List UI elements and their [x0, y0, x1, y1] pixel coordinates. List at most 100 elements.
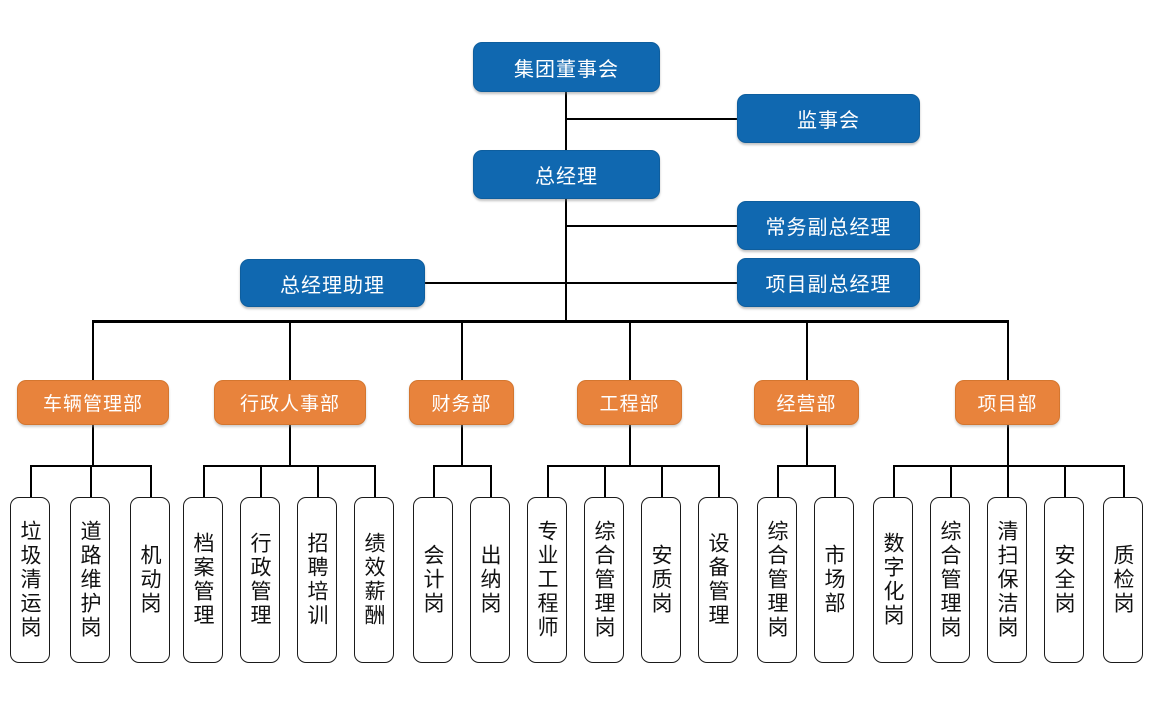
connector-leaf-drop-6-5 [1123, 465, 1125, 498]
node-position-cashier-label: 出纳岗 [478, 544, 503, 616]
node-position-equipment-management-label: 设备管理 [706, 532, 731, 628]
connector-bus-drop-5 [806, 320, 808, 380]
node-position-administration[interactable]: 行政管理 [240, 497, 280, 663]
node-department-finance-label: 财务部 [431, 393, 492, 415]
connector-bus-drop-2 [289, 320, 291, 380]
node-position-performance-compensation-label: 绩效薪酬 [362, 532, 387, 628]
node-position-engineering-general-management-label: 综合管理岗 [592, 520, 617, 640]
connector-dept3-stem [461, 425, 463, 466]
node-position-engineering-general-management[interactable]: 综合管理岗 [584, 497, 624, 663]
connector-leaf-drop-6-4 [1064, 465, 1066, 498]
node-gm-assistant-label: 总经理助理 [280, 272, 385, 297]
node-department-project[interactable]: 项目部 [955, 380, 1060, 425]
connector-leaf-drop-1-2 [90, 465, 92, 498]
connector-leaf-drop-4-1 [547, 465, 549, 498]
node-position-road-maintenance-label: 道路维护岗 [78, 520, 103, 640]
connector-gm-to-bus [565, 199, 567, 322]
connector-leaf-drop-6-1 [893, 465, 895, 498]
connector-bus-drop-3 [461, 320, 463, 380]
node-position-cleaning-sanitation-label: 清扫保洁岗 [995, 520, 1020, 640]
node-department-finance[interactable]: 财务部 [409, 380, 514, 425]
node-position-operations-general-management[interactable]: 综合管理岗 [757, 497, 797, 663]
node-general-manager[interactable]: 总经理 [473, 150, 660, 199]
connector-leaf-drop-2-3 [317, 465, 319, 498]
node-department-operations-label: 经营部 [776, 393, 837, 415]
node-department-engineering-label: 工程部 [599, 393, 660, 415]
node-group-board[interactable]: 集团董事会 [473, 42, 660, 92]
node-position-cleaning-sanitation[interactable]: 清扫保洁岗 [987, 497, 1027, 663]
connector-to-supervisory-board [565, 118, 738, 120]
connector-leaf-drop-6-3 [1007, 465, 1009, 498]
node-position-safety-label: 安全岗 [1052, 544, 1077, 616]
node-position-road-maintenance[interactable]: 道路维护岗 [70, 497, 110, 663]
node-position-waste-transport[interactable]: 垃圾清运岗 [10, 497, 50, 663]
node-position-digitalization[interactable]: 数字化岗 [873, 497, 913, 663]
node-position-project-general-management[interactable]: 综合管理岗 [930, 497, 970, 663]
node-supervisory-board[interactable]: 监事会 [737, 94, 920, 143]
connector-leaf-drop-3-2 [490, 465, 492, 498]
node-position-recruitment-training[interactable]: 招聘培训 [297, 497, 337, 663]
connector-leaf-drop-4-4 [718, 465, 720, 498]
node-position-safety-quality[interactable]: 安质岗 [641, 497, 681, 663]
node-position-equipment-management[interactable]: 设备管理 [698, 497, 738, 663]
node-position-quality-inspection-label: 质检岗 [1111, 544, 1136, 616]
connector-to-gm-assistant [425, 282, 566, 284]
connector-leaf-drop-1-1 [30, 465, 32, 498]
connector-dept4-stem [629, 425, 631, 466]
connector-department-bus [92, 320, 1009, 323]
node-project-deputy-gm-label: 项目副总经理 [765, 272, 892, 296]
node-position-accounting[interactable]: 会计岗 [413, 497, 453, 663]
node-department-admin-hr[interactable]: 行政人事部 [214, 380, 366, 425]
node-executive-deputy-gm[interactable]: 常务副总经理 [737, 201, 920, 250]
node-position-mobile-duty-label: 机动岗 [138, 544, 163, 616]
node-position-accounting-label: 会计岗 [421, 544, 446, 616]
connector-dept6-stem [1007, 425, 1009, 466]
node-position-waste-transport-label: 垃圾清运岗 [18, 520, 43, 640]
node-department-vehicle-label: 车辆管理部 [42, 393, 143, 415]
node-position-professional-engineer[interactable]: 专业工程师 [527, 497, 567, 663]
node-gm-assistant[interactable]: 总经理助理 [240, 259, 425, 307]
node-project-deputy-gm[interactable]: 项目副总经理 [737, 258, 920, 307]
connector-leaf-drop-4-3 [661, 465, 663, 498]
node-position-marketing-label: 市场部 [822, 544, 847, 616]
node-position-mobile-duty[interactable]: 机动岗 [130, 497, 170, 663]
node-position-records-management[interactable]: 档案管理 [183, 497, 223, 663]
connector-to-executive-deputy [565, 225, 738, 227]
connector-leaf-drop-5-1 [777, 465, 779, 498]
connector-to-project-deputy [565, 282, 738, 284]
node-position-marketing[interactable]: 市场部 [814, 497, 854, 663]
node-department-admin-hr-label: 行政人事部 [239, 393, 340, 415]
node-position-administration-label: 行政管理 [248, 532, 273, 628]
connector-subbus-3 [433, 465, 490, 467]
connector-leaf-drop-3-1 [433, 465, 435, 498]
node-department-vehicle[interactable]: 车辆管理部 [17, 380, 169, 425]
node-position-project-general-management-label: 综合管理岗 [938, 520, 963, 640]
connector-subbus-5 [777, 465, 834, 467]
node-position-safety-quality-label: 安质岗 [649, 544, 674, 616]
node-supervisory-board-label: 监事会 [797, 108, 860, 132]
node-department-project-label: 项目部 [977, 393, 1038, 415]
connector-leaf-drop-4-2 [604, 465, 606, 498]
node-position-cashier[interactable]: 出纳岗 [470, 497, 510, 663]
connector-leaf-drop-5-2 [834, 465, 836, 498]
node-group-board-label: 集团董事会 [514, 56, 619, 81]
connector-bus-drop-4 [629, 320, 631, 380]
connector-dept5-stem [806, 425, 808, 466]
node-position-safety[interactable]: 安全岗 [1044, 497, 1084, 663]
node-position-recruitment-training-label: 招聘培训 [305, 532, 330, 628]
node-position-records-management-label: 档案管理 [191, 532, 216, 628]
node-position-quality-inspection[interactable]: 质检岗 [1103, 497, 1143, 663]
node-department-operations[interactable]: 经营部 [754, 380, 859, 425]
connector-dept2-stem [289, 425, 291, 466]
node-position-performance-compensation[interactable]: 绩效薪酬 [354, 497, 394, 663]
connector-leaf-drop-2-2 [260, 465, 262, 498]
connector-subbus-4 [547, 465, 719, 467]
connector-leaf-drop-2-4 [374, 465, 376, 498]
connector-subbus-2 [203, 465, 375, 467]
node-position-digitalization-label: 数字化岗 [881, 532, 906, 628]
node-department-engineering[interactable]: 工程部 [577, 380, 682, 425]
connector-bus-drop-1 [92, 320, 94, 380]
connector-bus-drop-6 [1007, 320, 1009, 380]
connector-dept1-stem [92, 425, 94, 466]
